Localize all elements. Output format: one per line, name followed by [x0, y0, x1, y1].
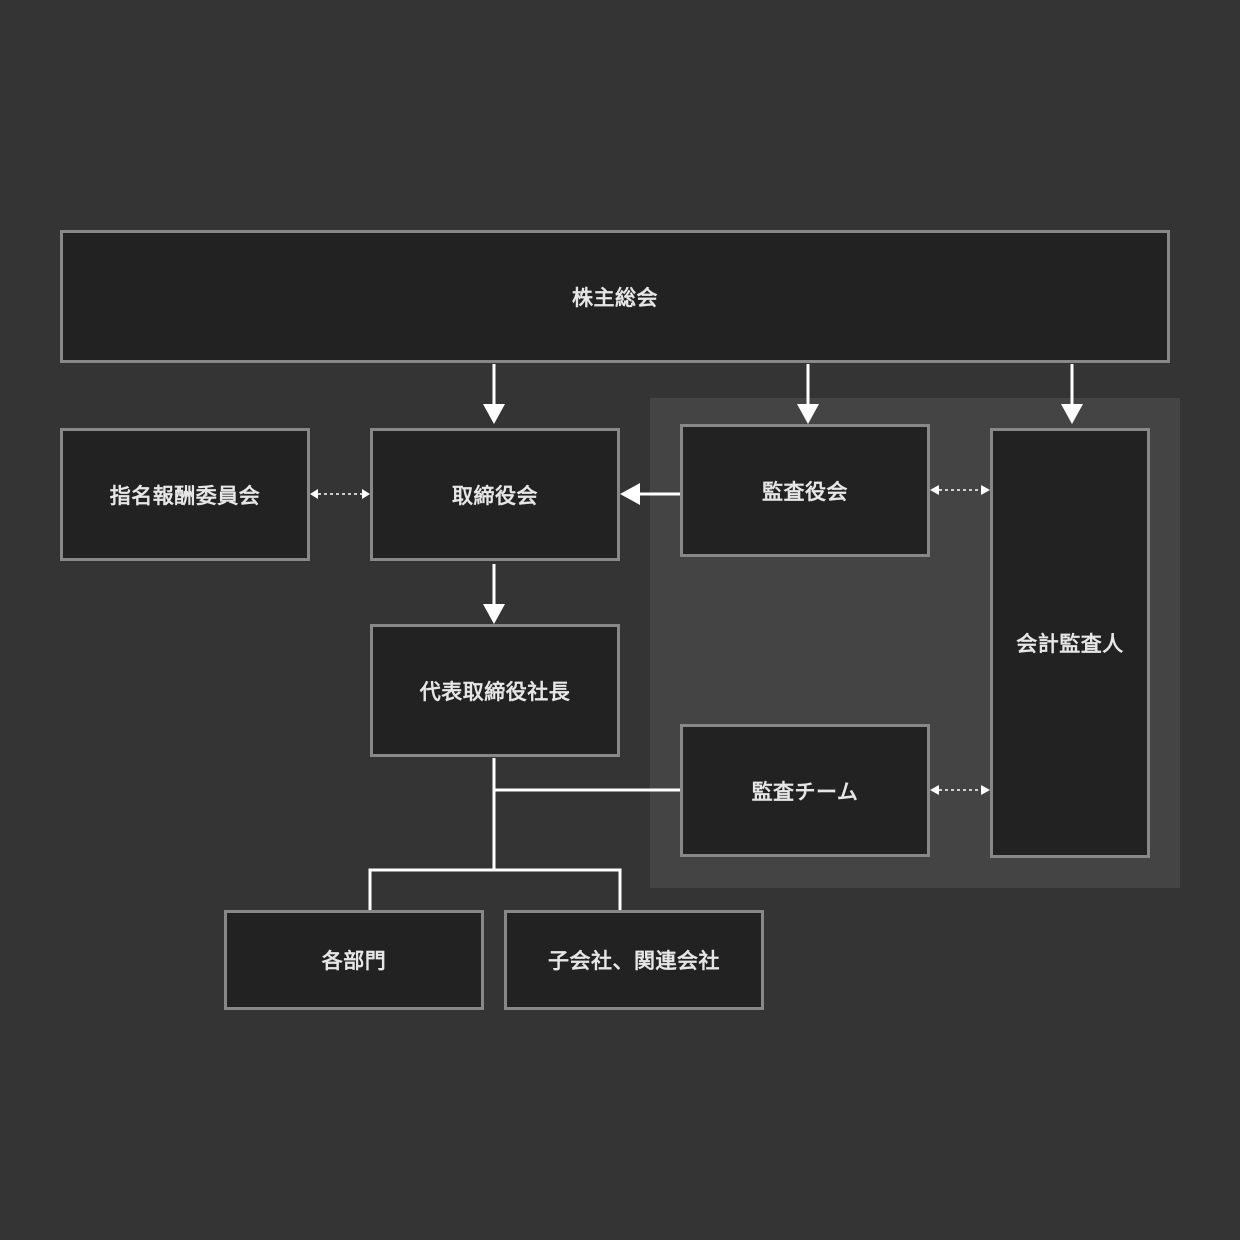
arrow-board-to-president [483, 564, 505, 624]
node-label: 監査チーム [751, 779, 859, 804]
node-label: 監査役会 [762, 479, 848, 504]
tree-president-branches [368, 758, 680, 910]
node-label: 指名報酬委員会 [109, 483, 261, 508]
node-accounting-auditor: 会計監査人 [990, 428, 1150, 858]
node-nomination-committee: 指名報酬委員会 [60, 428, 310, 561]
node-label: 各部門 [321, 949, 387, 973]
node-audit-board: 監査役会 [680, 424, 930, 557]
node-label: 代表取締役社長 [419, 679, 571, 704]
arrow-shareholders-to-board [483, 364, 505, 424]
node-board-of-directors: 取締役会 [370, 428, 620, 561]
node-audit-team: 監査チーム [680, 724, 930, 857]
node-label: 会計監査人 [1016, 632, 1124, 656]
node-label: 子会社、関連会社 [548, 949, 720, 973]
node-label: 株主総会 [572, 285, 658, 310]
node-subsidiaries: 子会社、関連会社 [504, 910, 764, 1010]
node-shareholders-meeting: 株主総会 [60, 230, 1170, 363]
dotted-link-nomination-board [310, 489, 370, 499]
node-departments: 各部門 [224, 910, 484, 1010]
node-president: 代表取締役社長 [370, 624, 620, 757]
node-label: 取締役会 [452, 483, 538, 508]
